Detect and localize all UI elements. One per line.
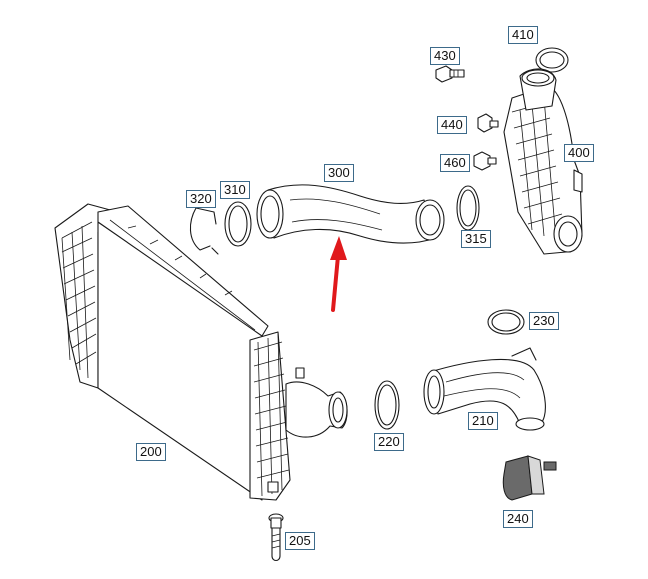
hose-210 xyxy=(423,347,546,431)
callout-205: 205 xyxy=(285,532,315,550)
callout-315: 315 xyxy=(461,230,491,248)
callout-410: 410 xyxy=(508,26,538,44)
highlight-arrow xyxy=(330,236,347,312)
housing-400 xyxy=(503,68,583,255)
callout-230: 230 xyxy=(529,312,559,330)
callout-210: 210 xyxy=(468,412,498,430)
seal-410 xyxy=(535,47,569,73)
callout-240: 240 xyxy=(503,510,533,528)
sensor-240 xyxy=(502,455,557,501)
bolt-205 xyxy=(268,513,284,562)
callout-300: 300 xyxy=(324,164,354,182)
o-ring-230 xyxy=(487,309,525,335)
hose-300 xyxy=(256,184,445,244)
callout-200: 200 xyxy=(136,443,166,461)
callout-460: 460 xyxy=(440,154,470,172)
callout-430: 430 xyxy=(430,47,460,65)
callout-310: 310 xyxy=(220,181,250,199)
clip-320 xyxy=(189,207,219,255)
o-ring-310 xyxy=(224,201,252,247)
o-ring-315 xyxy=(456,185,480,231)
bolt-430 xyxy=(435,65,465,83)
callout-400: 400 xyxy=(564,144,594,162)
o-ring-220 xyxy=(374,380,400,430)
callout-440: 440 xyxy=(437,116,467,134)
intercooler-200 xyxy=(54,203,348,501)
callout-220: 220 xyxy=(374,433,404,451)
callout-320: 320 xyxy=(186,190,216,208)
screw-460 xyxy=(473,151,497,171)
screw-440 xyxy=(477,113,499,133)
